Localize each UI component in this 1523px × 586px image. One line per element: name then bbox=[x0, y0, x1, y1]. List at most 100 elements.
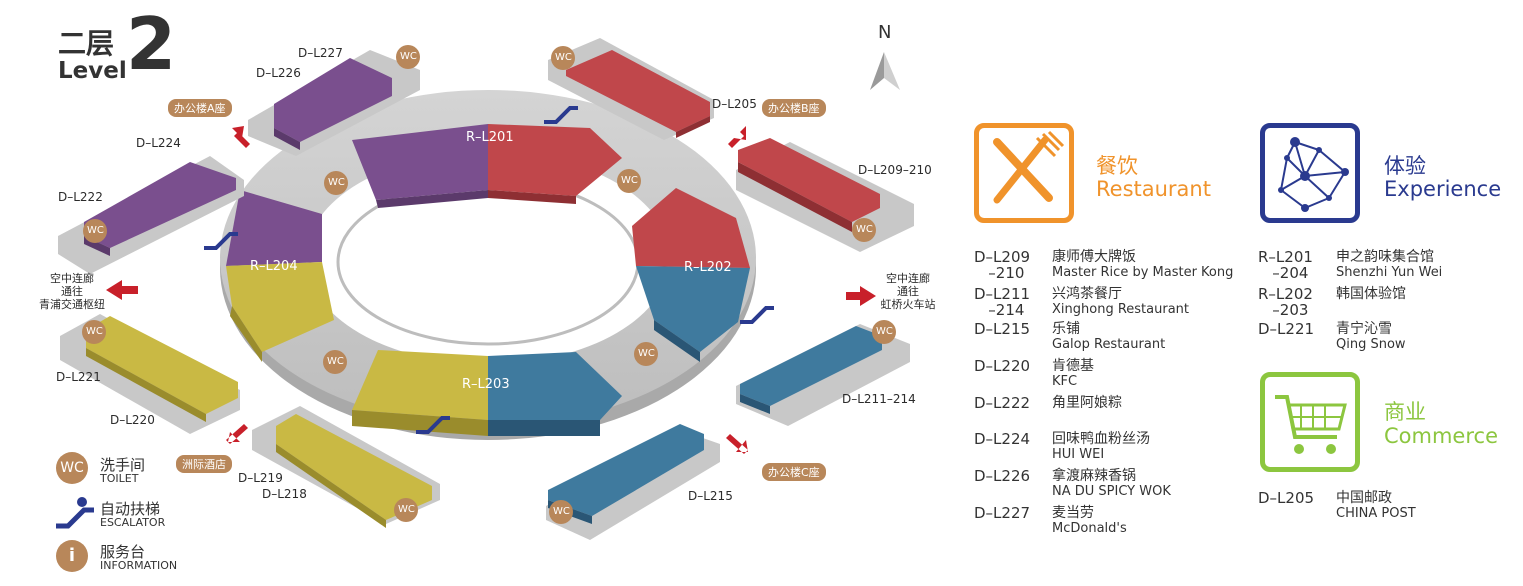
shop-d-l215[interactable] bbox=[548, 424, 704, 516]
exit-east-line3: 虹桥火车站 bbox=[880, 298, 936, 311]
shop-r-l203-blue[interactable] bbox=[488, 352, 622, 420]
wc-label: WC bbox=[328, 177, 345, 188]
exit-west-line2: 通往 bbox=[61, 285, 83, 298]
entry-cn: 中国邮政 bbox=[1336, 490, 1392, 506]
entry-cn: 申之韵味集合馆 bbox=[1336, 249, 1434, 265]
unit-d-l224: D–L224 bbox=[136, 136, 181, 150]
wc-label: WC bbox=[856, 224, 873, 235]
category-restaurant-en: Restaurant bbox=[1096, 177, 1211, 201]
shop-r-l201-red[interactable] bbox=[488, 124, 622, 196]
wc-label: WC bbox=[638, 348, 655, 359]
wc-icon bbox=[872, 320, 896, 344]
wc-icon bbox=[396, 45, 420, 69]
unit-d-l221: D–L221 bbox=[56, 370, 101, 384]
entry-en: HUI WEI bbox=[1052, 447, 1105, 462]
entry-en: Qing Snow bbox=[1336, 337, 1406, 352]
shop-d-l209-210[interactable] bbox=[738, 138, 880, 222]
toilet-legend-icon: WC bbox=[56, 452, 88, 484]
shop-d-l211-214[interactable] bbox=[740, 326, 882, 406]
wc-label: WC bbox=[87, 225, 104, 236]
commerce-icon bbox=[1260, 372, 1360, 472]
entry-code: D–L211 –214 bbox=[974, 285, 1031, 319]
shop-r-l204-olive[interactable] bbox=[226, 262, 334, 352]
shop-r-l203-olive[interactable] bbox=[352, 350, 488, 420]
exit-west-line1: 空中连廊 bbox=[50, 272, 94, 285]
north-arrow-icon bbox=[870, 52, 900, 90]
entry-cn: 拿渡麻辣香锅 bbox=[1052, 468, 1136, 484]
arrow-east-icon bbox=[846, 286, 876, 306]
category-restaurant-cn: 餐饮 bbox=[1096, 154, 1138, 178]
entry-cn: 回味鸭血粉丝汤 bbox=[1052, 431, 1150, 447]
wc-icon bbox=[549, 500, 573, 524]
exit-office-a[interactable]: 办公楼A座 bbox=[168, 99, 232, 117]
exit-office-c[interactable]: 办公楼C座 bbox=[762, 463, 826, 481]
entry-cn: 角里阿娘粽 bbox=[1052, 395, 1122, 411]
entry-code: R–L201 –204 bbox=[1258, 248, 1313, 282]
wc-icon bbox=[617, 169, 641, 193]
unit-d-l211-214: D–L211–214 bbox=[842, 392, 916, 406]
arrow-office-a-icon bbox=[232, 126, 250, 148]
exit-east-line2: 通往 bbox=[897, 285, 919, 298]
category-experience-cn: 体验 bbox=[1384, 154, 1426, 178]
shop-d-l226-227[interactable] bbox=[274, 58, 392, 142]
wc-label: WC bbox=[621, 175, 638, 186]
entry-code: D–L226 bbox=[974, 467, 1031, 485]
unit-r-l204: R–L204 bbox=[250, 259, 298, 274]
shop-r-l201-purple[interactable] bbox=[352, 124, 488, 200]
floor-title-cn: 二层 bbox=[58, 27, 115, 60]
entry-code: D–L220 bbox=[974, 357, 1031, 375]
shop-r-l202-red[interactable] bbox=[632, 188, 750, 268]
arrow-west-icon bbox=[106, 280, 138, 300]
shop-r-l204-purple[interactable] bbox=[226, 190, 322, 266]
wc-label: WC bbox=[400, 51, 417, 62]
floor-map bbox=[58, 38, 914, 540]
arrow-office-c-icon bbox=[726, 434, 748, 454]
escalator-icon bbox=[204, 232, 238, 250]
entry-cn: 青宁沁雪 bbox=[1336, 321, 1392, 337]
category-commerce-en: Commerce bbox=[1384, 424, 1498, 448]
floor-number: 2 bbox=[126, 2, 177, 86]
category-commerce-cn: 商业 bbox=[1384, 400, 1426, 424]
wc-markers bbox=[82, 45, 896, 524]
unit-d-l209-210: D–L209–210 bbox=[858, 163, 932, 177]
escalator-markers bbox=[204, 106, 774, 434]
shop-r-l202-blue[interactable] bbox=[636, 266, 750, 352]
entry-cn: 兴鸿茶餐厅 bbox=[1052, 286, 1122, 302]
exit-east[interactable]: 空中连廊 通往 虹桥火车站 bbox=[868, 272, 948, 311]
unit-r-l203: R–L203 bbox=[462, 377, 510, 392]
wc-icon bbox=[634, 342, 658, 366]
legend-toilet-cn: 洗手间 bbox=[100, 456, 146, 474]
exit-hotel[interactable]: 洲际酒店 bbox=[176, 455, 232, 473]
shop-d-l205[interactable] bbox=[566, 50, 710, 132]
exit-office-b[interactable]: 办公楼B座 bbox=[762, 99, 826, 117]
unit-r-l202: R–L202 bbox=[684, 260, 732, 275]
unit-d-l218: D–L218 bbox=[262, 487, 307, 501]
legend-toilet-en: TOILET bbox=[100, 472, 139, 485]
north-label: N bbox=[878, 22, 892, 43]
entry-code: D–L205 bbox=[1258, 489, 1315, 507]
wc-label: WC bbox=[876, 326, 893, 337]
entry-en: Master Rice by Master Kong bbox=[1052, 265, 1234, 280]
legend-escalator-cn: 自动扶梯 bbox=[100, 500, 161, 518]
wc-icon bbox=[323, 350, 347, 374]
wc-icon bbox=[324, 171, 348, 195]
wc-icon bbox=[82, 320, 106, 344]
unit-d-l226: D–L226 bbox=[256, 66, 301, 80]
shop-d-l218-219[interactable] bbox=[276, 414, 432, 520]
escalator-icon bbox=[740, 306, 774, 324]
wc-label: WC bbox=[86, 326, 103, 337]
entry-en: McDonald's bbox=[1052, 521, 1127, 536]
exit-west[interactable]: 空中连廊 通往 青浦交通枢纽 bbox=[32, 272, 112, 311]
category-experience-en: Experience bbox=[1384, 177, 1502, 201]
entry-code: D–L215 bbox=[974, 320, 1031, 338]
wc-label: WC bbox=[555, 52, 572, 63]
legend-info-en: INFORMATION bbox=[100, 559, 178, 572]
exit-arrows bbox=[106, 126, 876, 454]
unit-d-l219: D–L219 bbox=[238, 471, 283, 485]
entry-en: Xinghong Restaurant bbox=[1052, 302, 1189, 317]
shop-d-l220-221[interactable] bbox=[86, 316, 238, 414]
entry-code: D–L222 bbox=[974, 394, 1031, 412]
wc-label: WC bbox=[327, 356, 344, 367]
wc-icon bbox=[394, 498, 418, 522]
shop-d-l222-224[interactable] bbox=[84, 162, 236, 248]
